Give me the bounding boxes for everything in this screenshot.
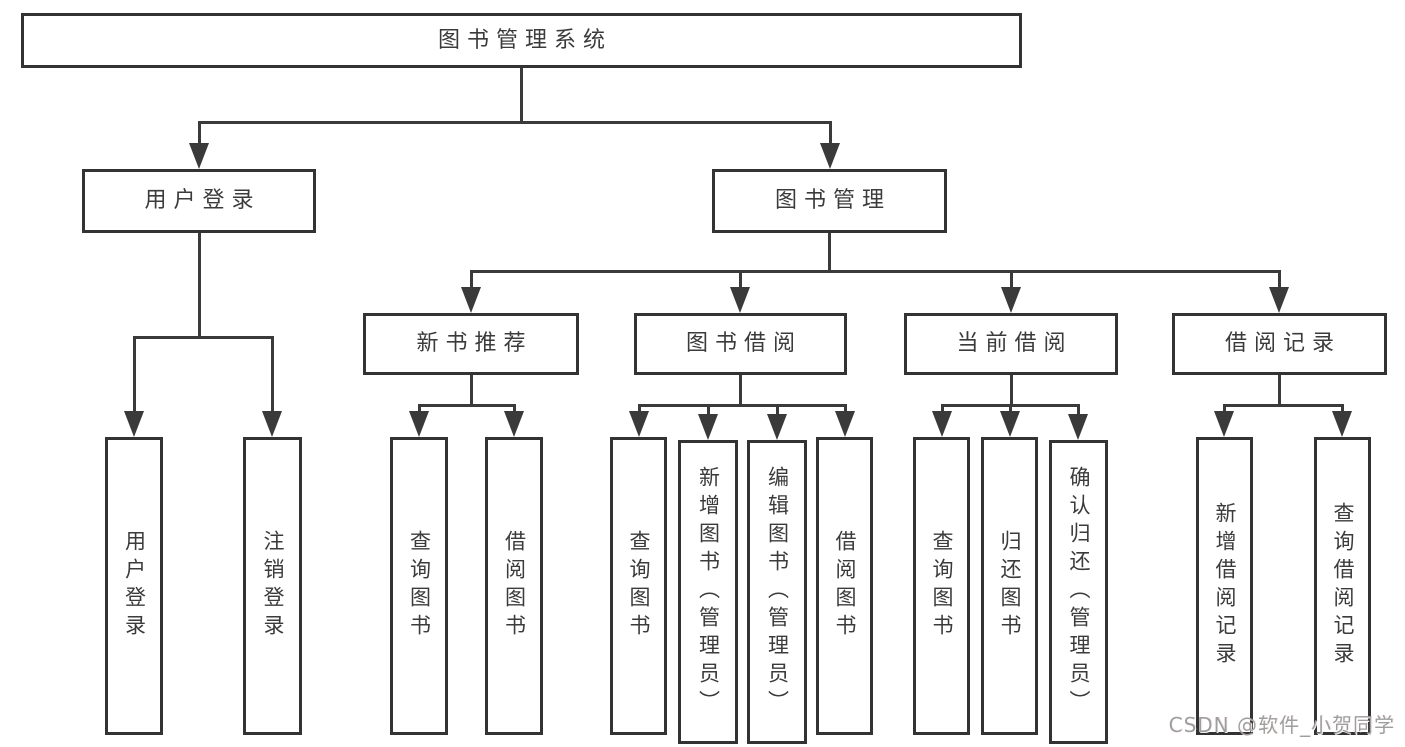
watermark: CSDN @软件_小贺同学 xyxy=(1168,713,1395,737)
node-label: 借阅记录 xyxy=(1224,331,1341,356)
arrow-down xyxy=(1269,287,1289,313)
node-user-login-branch: 用户登录 xyxy=(82,169,316,233)
arrow-down xyxy=(189,143,209,169)
leaf-nb-borrow-books: 借阅图书 xyxy=(485,437,543,735)
connector-line xyxy=(829,121,832,151)
node-label: 新书推荐 xyxy=(416,331,533,356)
leaf-br-add-record: 新增借阅记录 xyxy=(1196,437,1253,735)
arrow-down xyxy=(461,287,481,313)
arrow-down xyxy=(1332,411,1352,437)
arrow-down xyxy=(1000,411,1020,437)
connector-line xyxy=(1223,404,1344,407)
node-book-borrowing: 图书借阅 xyxy=(634,313,847,375)
node-label: 注销登录 xyxy=(261,530,285,642)
connector-line xyxy=(776,404,779,419)
connector-line xyxy=(470,270,473,295)
connector-line xyxy=(1278,270,1281,295)
connector-line xyxy=(520,68,523,122)
connector-line xyxy=(470,375,473,407)
connector-line xyxy=(198,121,201,151)
leaf-cb-return-books: 归还图书 xyxy=(981,437,1038,735)
connector-line xyxy=(271,336,274,419)
connector-line xyxy=(133,336,136,419)
connector-line xyxy=(133,336,274,339)
leaf-br-query-record: 查询借阅记录 xyxy=(1314,437,1371,735)
leaf-nb-query-books: 查询图书 xyxy=(390,437,448,735)
node-label: 图书管理 xyxy=(774,188,891,213)
arrow-down xyxy=(1214,411,1234,437)
node-label: 新增借阅记录 xyxy=(1213,502,1237,670)
connector-line xyxy=(1010,375,1013,407)
node-new-book-recommend: 新书推荐 xyxy=(363,313,579,375)
node-label: 确认归还（管理员） xyxy=(1067,466,1091,718)
connector-line xyxy=(418,404,516,407)
node-label: 当前借阅 xyxy=(956,331,1073,356)
connector-line xyxy=(638,404,847,407)
leaf-bb-borrow-books: 借阅图书 xyxy=(816,437,873,735)
node-label: 图书管理系统 xyxy=(437,27,612,53)
node-library-system: 图书管理系统 xyxy=(21,13,1022,68)
node-label: 查询图书 xyxy=(407,530,432,642)
node-label: 用户登录 xyxy=(122,530,147,642)
arrow-down xyxy=(1001,287,1021,313)
arrow-down xyxy=(932,411,952,437)
node-label: 归还图书 xyxy=(998,530,1022,642)
connector-line xyxy=(828,233,831,273)
node-label: 编辑图书（管理员） xyxy=(765,466,790,718)
node-label: 借阅图书 xyxy=(833,530,857,642)
arrow-down xyxy=(698,414,718,440)
arrow-down xyxy=(1068,414,1088,440)
leaf-user-login: 用户登录 xyxy=(105,437,163,735)
connector-line xyxy=(198,121,831,124)
connector-line xyxy=(739,375,742,407)
connector-line xyxy=(470,270,1281,273)
arrow-down xyxy=(409,411,429,437)
leaf-bb-edit-books-admin: 编辑图书（管理员） xyxy=(747,440,807,744)
node-label: 新增图书（管理员） xyxy=(696,466,721,718)
connector-line xyxy=(1278,375,1281,407)
leaf-cb-confirm-return-admin: 确认归还（管理员） xyxy=(1049,440,1108,744)
node-current-borrowing: 当前借阅 xyxy=(904,313,1118,375)
connector-line xyxy=(707,404,710,419)
node-label: 查询图书 xyxy=(930,530,954,642)
arrow-down xyxy=(730,287,750,313)
connector-line xyxy=(1010,270,1013,295)
node-label: 借阅图书 xyxy=(502,530,527,642)
connector-line xyxy=(739,270,742,295)
node-label: 查询图书 xyxy=(627,530,651,642)
node-label: 用户登录 xyxy=(144,188,261,213)
arrow-down xyxy=(124,411,144,437)
leaf-logout: 注销登录 xyxy=(243,437,302,735)
arrow-down xyxy=(767,414,787,440)
arrow-down xyxy=(820,143,840,169)
node-label: 查询借阅记录 xyxy=(1331,502,1355,670)
arrow-down xyxy=(835,411,855,437)
arrow-down xyxy=(262,411,282,437)
connector-line xyxy=(1077,404,1080,419)
arrow-down xyxy=(629,411,649,437)
connector-line xyxy=(198,233,201,338)
node-label: 图书借阅 xyxy=(685,331,802,356)
node-borrowing-records: 借阅记录 xyxy=(1172,313,1387,375)
leaf-bb-add-books-admin: 新增图书（管理员） xyxy=(678,440,738,744)
node-book-management: 图书管理 xyxy=(712,169,947,233)
arrow-down xyxy=(504,411,524,437)
leaf-cb-query-books: 查询图书 xyxy=(913,437,970,735)
leaf-bb-query-books: 查询图书 xyxy=(610,437,667,735)
